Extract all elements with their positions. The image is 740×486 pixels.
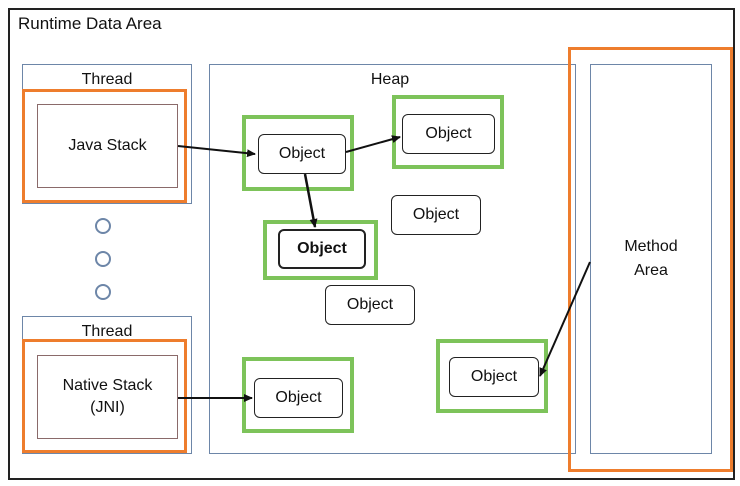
heap-object-3-label: Object <box>297 240 347 257</box>
heap-object-1: Object <box>258 134 346 174</box>
reachable-object-highlight-2 <box>392 95 504 169</box>
unreachable-object-1-label: Object <box>412 206 460 223</box>
unreachable-object-2-label: Object <box>346 296 394 313</box>
unreachable-object-2: Object <box>325 285 415 325</box>
native-stack-box: Native Stack (JNI) <box>37 355 178 439</box>
method-area-box: Method Area <box>590 64 712 454</box>
native-stack-jni-label: (JNI) <box>90 399 125 416</box>
heap-object-5: Object <box>449 357 539 397</box>
heap-object-1-label: Object <box>278 145 326 162</box>
thread-ellipsis-dot-3 <box>95 284 111 300</box>
reachable-object-highlight-3 <box>263 220 378 280</box>
method-area-highlight <box>568 47 733 472</box>
heap-object-4-label: Object <box>275 389 322 406</box>
heap-label: Heap <box>370 71 410 88</box>
method-area-label-2: Area <box>634 262 668 279</box>
java-stack-label: Java Stack <box>68 137 147 154</box>
thread-ellipsis-dot-2 <box>95 251 111 267</box>
thread-label-top: Thread <box>81 71 133 88</box>
thread-ellipsis-dot-1 <box>95 218 111 234</box>
native-stack-label: Native Stack <box>62 377 153 394</box>
heap-object-2: Object <box>402 114 495 154</box>
heap-object-2-label: Object <box>425 125 472 142</box>
heap-object-3: Object <box>278 229 366 269</box>
unreachable-object-1: Object <box>391 195 481 235</box>
thread-label-bottom: Thread <box>81 323 133 340</box>
heap-object-4: Object <box>254 378 343 418</box>
java-stack-box: Java Stack <box>37 104 178 188</box>
native-stack-highlight <box>22 339 187 453</box>
method-area-label: Method <box>624 238 678 255</box>
heap-object-5-label: Object <box>470 368 518 385</box>
runtime-data-area-title: Runtime Data Area <box>18 14 162 33</box>
